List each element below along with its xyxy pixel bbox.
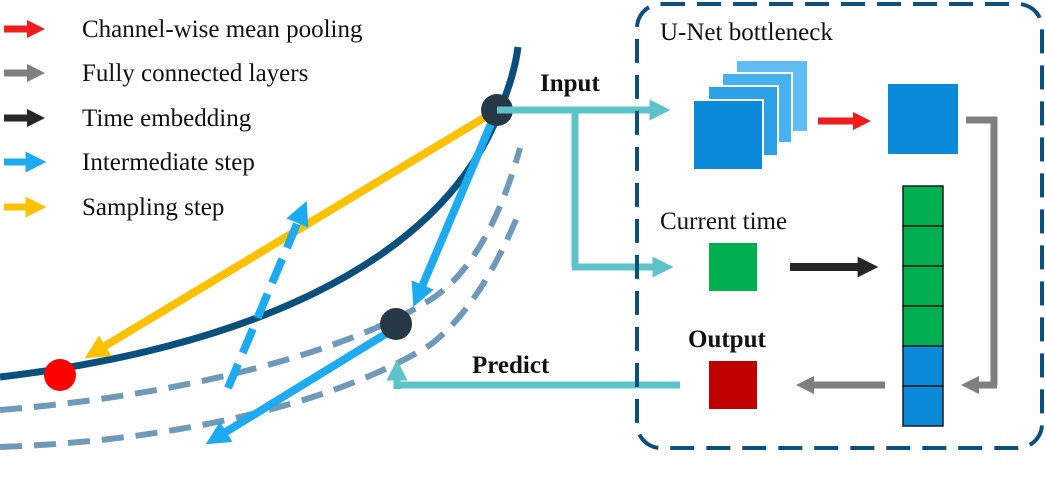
legend-label: Intermediate step: [82, 149, 255, 176]
fc-connector: [960, 116, 998, 395]
final-sample-point: [44, 359, 76, 391]
output-block: [709, 361, 757, 409]
intermediate-step-arrow-out: [205, 326, 395, 445]
legend: Channel-wise mean pooling Fully connecte…: [4, 16, 363, 221]
feature-map-stack: [692, 61, 807, 171]
unet-bottleneck-title: U-Net bottleneck: [660, 19, 833, 46]
input-connector: [497, 99, 674, 278]
intermediate-step-dashed-arrow: [224, 200, 309, 390]
legend-item-mean-pooling: Channel-wise mean pooling: [4, 16, 363, 43]
input-label: Input: [540, 70, 600, 97]
legend-label: Sampling step: [82, 194, 224, 221]
legend-label: Time embedding: [82, 105, 252, 132]
legend-label: Fully connected layers: [82, 60, 308, 87]
legend-label: Channel-wise mean pooling: [82, 16, 363, 43]
intermediate-step-arrow-down: [411, 110, 500, 308]
embedding-vector-column: [902, 185, 944, 427]
legend-item-time-embedding: Time embedding: [4, 105, 252, 132]
output-label: Output: [688, 326, 766, 353]
predict-connector: [386, 359, 680, 389]
time-block: [709, 243, 757, 291]
legend-item-fully-connected: Fully connected layers: [4, 60, 308, 87]
data-manifold-curve: [0, 46, 522, 381]
legend-item-sampling-step: Sampling step: [4, 194, 224, 221]
noisy-manifold-curve-2: [0, 208, 523, 450]
legend-item-intermediate-step: Intermediate step: [4, 149, 255, 176]
unet-bottleneck-box: [635, 2, 1044, 450]
pooled-feature-block: [888, 84, 958, 154]
current-time-label: Current time: [660, 208, 787, 235]
noisy-manifold-curve-1: [0, 147, 523, 413]
predict-label: Predict: [472, 352, 550, 379]
predicted-sample-point: [380, 308, 412, 340]
